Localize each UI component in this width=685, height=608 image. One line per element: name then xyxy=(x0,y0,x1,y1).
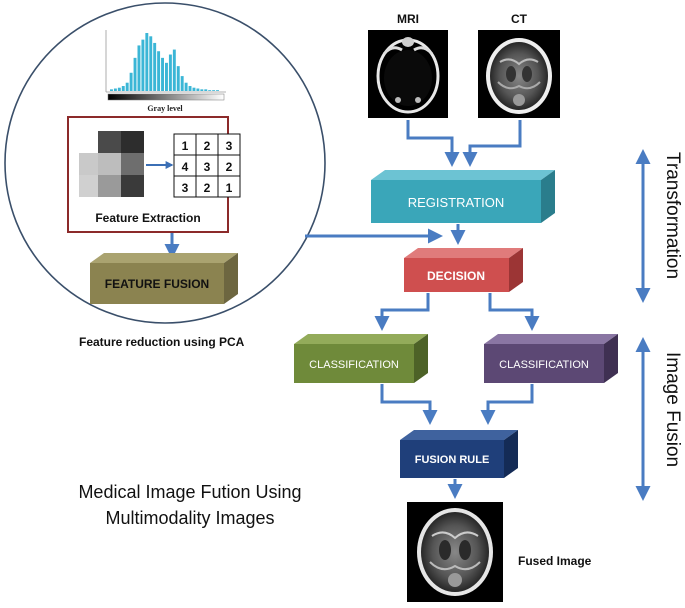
histogram-bar xyxy=(165,62,168,91)
histogram-bar xyxy=(196,88,200,91)
histogram-bar xyxy=(168,54,172,91)
registration-box: REGISTRATION xyxy=(371,170,555,223)
feature-fusion-box: FEATURE FUSION xyxy=(90,253,238,304)
classification-left-label: CLASSIFICATION xyxy=(309,359,399,371)
feature-extraction-label: Feature Extraction xyxy=(95,211,200,225)
histogram-bar xyxy=(157,51,161,91)
diagram-title-line2: Multimodality Images xyxy=(105,508,274,528)
fusion-rule-label: FUSION RULE xyxy=(415,454,490,466)
feature-fusion-label: FEATURE FUSION xyxy=(105,277,209,291)
histogram-bar xyxy=(200,89,204,91)
histogram-bar xyxy=(133,57,137,91)
fusion-rule-box: FUSION RULE xyxy=(400,430,518,478)
histogram-bar xyxy=(129,72,133,91)
arrow-decision-to-classification-right xyxy=(488,293,540,331)
number-grid: 1 2 3 4 3 2 3 2 1 xyxy=(173,133,241,198)
arrow-ct-to-registration xyxy=(462,120,522,167)
histogram-bar xyxy=(212,90,216,91)
grid-cell-number: 2 xyxy=(204,181,211,195)
histogram-bar xyxy=(125,82,129,91)
grid-cell-number: 3 xyxy=(226,139,233,153)
transformation-label: Transformation xyxy=(662,152,683,279)
histogram-bar xyxy=(172,49,176,91)
feature-extraction-circle xyxy=(4,2,326,324)
histogram-bar xyxy=(188,86,192,91)
grid-cell-number: 1 xyxy=(226,181,233,195)
classification-left-box: CLASSIFICATION xyxy=(294,334,428,383)
histogram-bar xyxy=(208,90,212,91)
fused-image-label: Fused Image xyxy=(518,554,592,568)
histogram-bar xyxy=(141,39,145,91)
histogram-bar xyxy=(145,33,149,91)
feature-reduction-label: Feature reduction using PCA xyxy=(79,335,245,349)
histogram-bar xyxy=(184,82,188,91)
histogram-bar xyxy=(113,88,117,91)
histogram-bar xyxy=(153,42,157,91)
histogram-bar xyxy=(216,90,219,91)
grid-cell-number: 2 xyxy=(226,160,233,174)
histogram xyxy=(105,30,226,101)
histogram-bar xyxy=(180,76,184,91)
classification-right-box: CLASSIFICATION xyxy=(484,334,618,383)
registration-label: REGISTRATION xyxy=(408,195,505,210)
grid-cell-number: 3 xyxy=(182,181,189,195)
grayscale-patch xyxy=(79,131,144,197)
histogram-bar xyxy=(137,45,141,91)
arrow-mri-to-registration xyxy=(406,120,460,167)
mri-image xyxy=(368,30,448,118)
gray-level-label: Gray level xyxy=(147,104,183,113)
ct-label: CT xyxy=(511,12,528,26)
histogram-bar xyxy=(192,87,196,91)
classification-right-label: CLASSIFICATION xyxy=(499,359,589,371)
gray-level-gradient-bar xyxy=(107,93,225,101)
diagram-title-line1: Medical Image Fution Using xyxy=(78,482,301,502)
grid-cell-number: 3 xyxy=(204,160,211,174)
histogram-bar xyxy=(176,66,180,91)
histogram-bar xyxy=(117,87,121,91)
mri-label: MRI xyxy=(397,12,419,26)
grid-cell-number: 1 xyxy=(182,139,189,153)
histogram-bar xyxy=(161,57,164,91)
histogram-bar xyxy=(204,89,208,91)
arrow-decision-to-classification-left xyxy=(374,293,430,331)
image-fusion-label: Image Fusion xyxy=(662,352,683,467)
histogram-bar xyxy=(149,36,153,91)
decision-box: DECISION xyxy=(404,248,523,292)
ct-image xyxy=(478,30,560,118)
grid-cell-number: 4 xyxy=(182,160,189,174)
fused-image xyxy=(407,502,503,602)
decision-label: DECISION xyxy=(427,269,485,283)
arrow-classification-left-to-fusion-rule xyxy=(380,384,438,425)
grid-cell-number: 2 xyxy=(204,139,211,153)
histogram-bar xyxy=(121,86,125,91)
arrow-classification-right-to-fusion-rule xyxy=(480,384,534,425)
histogram-bar xyxy=(110,89,113,91)
